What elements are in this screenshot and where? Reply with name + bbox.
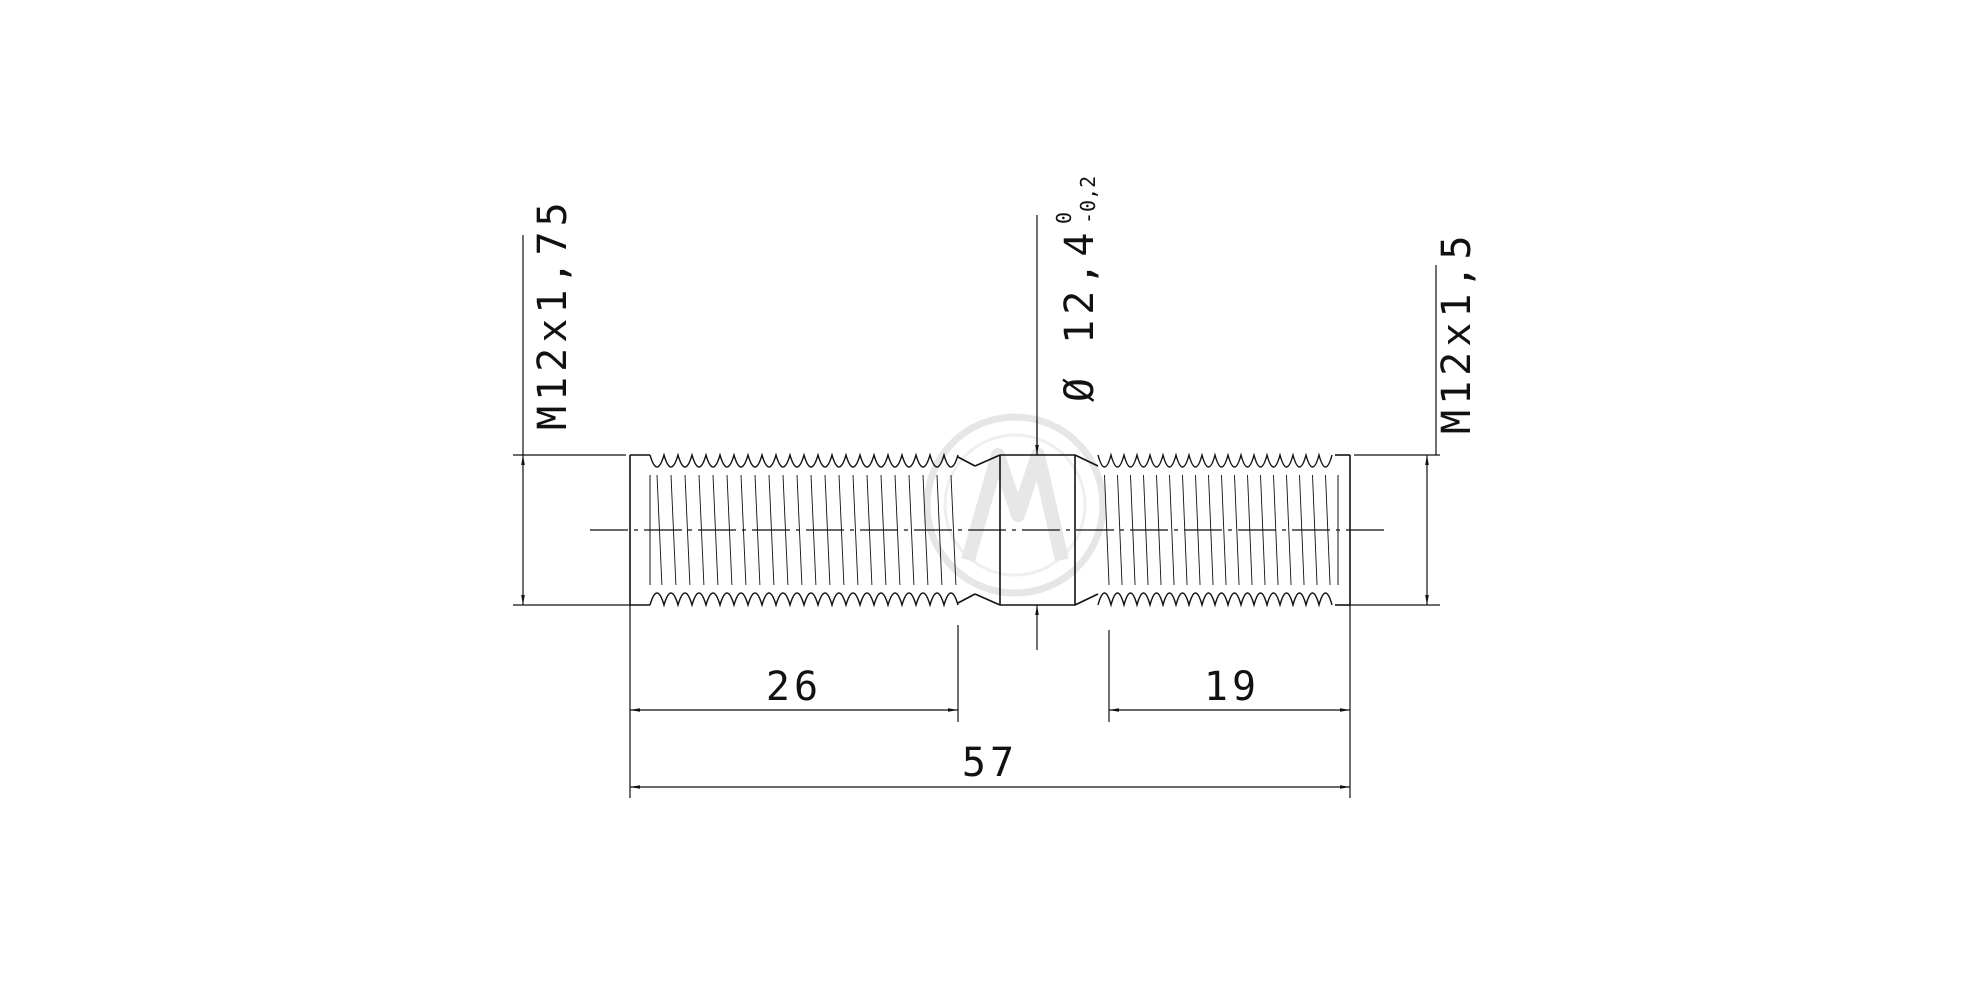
right-length-label: 19 <box>1204 664 1260 710</box>
thread-right <box>1097 452 1333 608</box>
company-logo-watermark-icon <box>923 413 1107 597</box>
extension-lines <box>513 215 1440 798</box>
shank-diameter-label: Ø 12,4 0 -0,2 <box>1052 176 1103 402</box>
left-length-label: 26 <box>766 664 822 710</box>
right-thread-label: M12x1,5 <box>1434 230 1480 434</box>
total-length-label: 57 <box>962 740 1018 786</box>
dimension-lines <box>521 420 1429 789</box>
stud-bolt-body <box>629 452 1351 608</box>
svg-text:Ø 12,4: Ø 12,4 <box>1057 227 1103 402</box>
shank-diameter-value: 12,4 <box>1057 227 1103 343</box>
tolerance-upper: 0 <box>1052 212 1076 224</box>
dimension-labels: M12x1,75 M12x1,5 Ø 12,4 0 -0,2 26 19 57 <box>530 176 1480 786</box>
thread-left <box>649 452 959 608</box>
tolerance-lower: -0,2 <box>1076 176 1100 224</box>
left-thread-label: M12x1,75 <box>530 197 576 430</box>
diameter-symbol: Ø <box>1057 373 1103 402</box>
